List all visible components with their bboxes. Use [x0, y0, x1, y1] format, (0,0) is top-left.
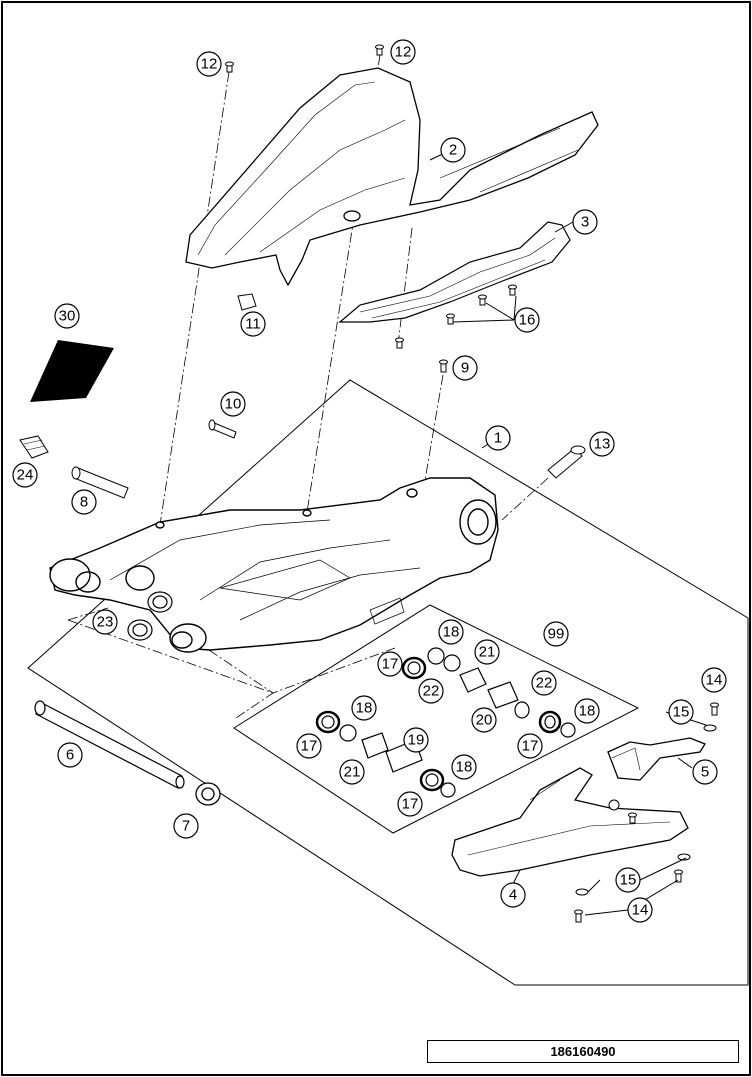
callout-16: 16	[514, 307, 540, 333]
screws-16	[395, 284, 517, 349]
svg-text:2: 2	[449, 142, 457, 159]
callout-14a: 14	[701, 667, 727, 693]
svg-text:3: 3	[581, 214, 589, 231]
svg-text:5: 5	[701, 764, 709, 781]
diagram-code: 186160490	[550, 1044, 616, 1059]
callout-15a: 15	[668, 699, 694, 725]
callout-4: 4	[500, 882, 526, 908]
callout-18b: 18	[574, 698, 600, 724]
svg-text:17: 17	[402, 796, 419, 813]
part-9-screw	[439, 359, 448, 373]
svg-text:22: 22	[536, 675, 553, 692]
callout-12b: 12	[390, 39, 416, 65]
svg-text:12: 12	[395, 44, 412, 61]
callout-18c: 18	[351, 695, 377, 721]
svg-text:99: 99	[548, 626, 565, 643]
svg-text:15: 15	[673, 704, 690, 721]
svg-text:1: 1	[494, 430, 502, 447]
svg-text:18: 18	[356, 700, 373, 717]
svg-text:21: 21	[479, 644, 496, 661]
part-mudguard	[185, 67, 599, 287]
callout-99: 99	[543, 621, 569, 647]
svg-text:17: 17	[382, 656, 399, 673]
part-swingarm	[49, 477, 499, 653]
part-7-nut	[195, 782, 221, 806]
svg-text:24: 24	[17, 467, 34, 484]
callout-22b: 22	[531, 670, 557, 696]
part-10-bolt	[208, 419, 237, 439]
svg-text:6: 6	[66, 747, 74, 764]
part-11-clip	[237, 293, 257, 311]
callout-17a: 17	[377, 651, 403, 677]
swingarm-group-outline	[27, 379, 749, 986]
svg-text:30: 30	[59, 308, 76, 325]
callout-17d: 17	[397, 791, 423, 817]
callout-21b: 21	[339, 759, 365, 785]
svg-text:19: 19	[408, 732, 425, 749]
part-23-seal	[127, 591, 173, 641]
svg-text:7: 7	[182, 818, 190, 835]
part-24-cap	[19, 435, 49, 459]
diagram-code-box: 186160490	[427, 1040, 739, 1063]
callout-23: 23	[92, 609, 118, 635]
callout-24: 24	[12, 462, 38, 488]
part-6-axle	[34, 700, 185, 789]
callout-30: 30	[54, 303, 80, 329]
callout-13: 13	[589, 431, 615, 457]
svg-text:8: 8	[80, 494, 88, 511]
svg-text:20: 20	[476, 712, 493, 729]
callout-22a: 22	[418, 678, 444, 704]
svg-text:14: 14	[706, 672, 723, 689]
callout-19: 19	[403, 727, 429, 753]
svg-text:4: 4	[509, 887, 517, 904]
callouts: 1 2 3 4 5 6 7 8 9 10 11 12 12 13 14 14 1…	[12, 39, 727, 923]
svg-text:11: 11	[245, 316, 261, 333]
svg-text:18: 18	[579, 703, 596, 720]
svg-text:17: 17	[522, 738, 539, 755]
callout-11: 11	[240, 311, 266, 337]
callout-5: 5	[692, 759, 718, 785]
part-13-sleeve	[547, 445, 586, 479]
callout-3: 3	[572, 209, 598, 235]
svg-text:14: 14	[632, 902, 649, 919]
callout-7: 7	[173, 813, 199, 839]
screws-12	[225, 44, 384, 73]
svg-text:15: 15	[620, 872, 637, 889]
callout-21a: 21	[474, 639, 500, 665]
part-30-sticker	[30, 340, 114, 402]
callout-10: 10	[220, 391, 246, 417]
svg-text:10: 10	[225, 396, 242, 413]
callout-20: 20	[471, 707, 497, 733]
part-chain-guide	[338, 221, 571, 323]
svg-text:21: 21	[344, 764, 361, 781]
callout-8: 8	[71, 489, 97, 515]
callout-2: 2	[440, 137, 466, 163]
callout-17b: 17	[517, 733, 543, 759]
callout-18d: 18	[451, 754, 477, 780]
callout-1: 1	[485, 425, 511, 451]
callout-17c: 17	[296, 733, 322, 759]
svg-text:17: 17	[301, 738, 318, 755]
svg-text:18: 18	[443, 624, 460, 641]
part-8-pin	[71, 466, 129, 499]
callout-14b: 14	[627, 897, 653, 923]
svg-text:12: 12	[201, 56, 218, 73]
callout-18a: 18	[438, 619, 464, 645]
svg-text:9: 9	[461, 360, 469, 377]
svg-text:13: 13	[594, 436, 611, 453]
svg-text:23: 23	[97, 614, 114, 631]
svg-text:16: 16	[519, 312, 536, 329]
callout-15b: 15	[615, 867, 641, 893]
callout-9: 9	[452, 355, 478, 381]
svg-text:22: 22	[423, 683, 440, 700]
bearing-kit-outline	[233, 604, 640, 834]
svg-text:18: 18	[456, 759, 473, 776]
callout-6: 6	[57, 742, 83, 768]
part-4-chain-slider	[451, 767, 689, 877]
part-5-bracket	[607, 737, 706, 781]
callout-12a: 12	[196, 51, 222, 77]
